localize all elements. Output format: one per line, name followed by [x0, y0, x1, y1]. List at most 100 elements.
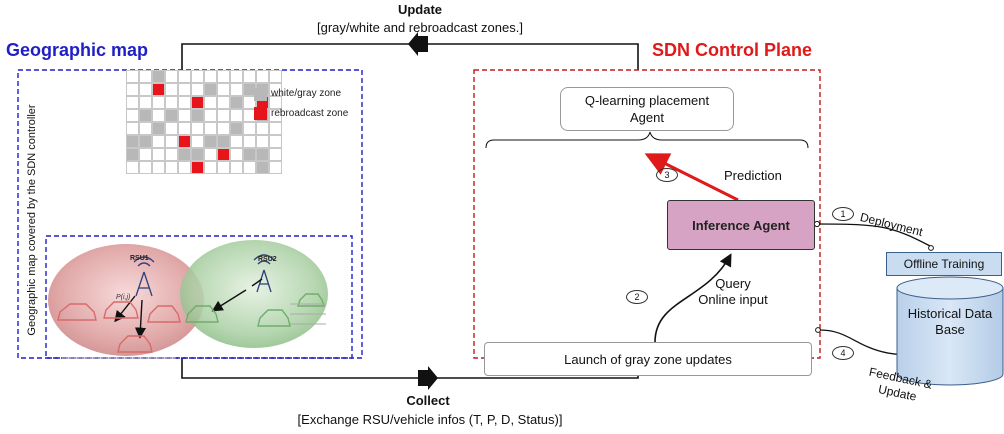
rsu1-label: RSU1 [130, 255, 149, 262]
zone-cell [152, 135, 165, 148]
zone-cell [243, 70, 256, 83]
zone-cell [191, 161, 204, 174]
zone-cell [178, 122, 191, 135]
geo-map-vertical-label: Geographic map covered by the SDN contro… [26, 104, 38, 336]
zone-cell [126, 83, 139, 96]
rsu1-coverage [48, 244, 204, 356]
zone-cell [204, 109, 217, 122]
zone-cell [191, 70, 204, 83]
zone-cell [126, 96, 139, 109]
zone-cell [256, 135, 269, 148]
zone-cell [269, 135, 282, 148]
zone-cell [139, 109, 152, 122]
rsu1-tower-icon [133, 256, 155, 297]
legend-gray-label: white/gray zone [271, 88, 342, 99]
zone-cell [204, 96, 217, 109]
zone-cell [230, 148, 243, 161]
step-2-badge: 2 [626, 290, 648, 304]
zone-cell [217, 148, 230, 161]
zone-cell [178, 148, 191, 161]
zone-cell [191, 96, 204, 109]
zone-cell [191, 148, 204, 161]
prediction-arrow [644, 153, 739, 202]
rsu2-label: RSU2 [258, 256, 277, 263]
zone-cell [178, 70, 191, 83]
zone-cell [217, 96, 230, 109]
legend-gray-swatch [254, 88, 267, 101]
zone-cell [191, 83, 204, 96]
legend-red-label: rebroadcast zone [271, 108, 349, 119]
zone-cell [126, 161, 139, 174]
zone-cell [126, 109, 139, 122]
zone-cell [230, 135, 243, 148]
zone-cell [269, 161, 282, 174]
zone-cell [269, 122, 282, 135]
update-title: Update [397, 2, 443, 17]
zone-cell [139, 96, 152, 109]
zone-cell [256, 161, 269, 174]
zone-cell [204, 135, 217, 148]
collect-arrowhead [418, 366, 438, 390]
zone-cell [256, 122, 269, 135]
zone-cell [191, 135, 204, 148]
step-3-badge: 3 [656, 168, 678, 182]
offline-training-box: Offline Training [886, 252, 1002, 276]
sdn-frame [473, 69, 821, 359]
zone-cell [217, 122, 230, 135]
zone-cell [165, 96, 178, 109]
zone-cell [126, 135, 139, 148]
zone-cell [126, 122, 139, 135]
zone-cell [191, 122, 204, 135]
prediction-label: Prediction [724, 168, 782, 183]
rsu2-coverage [180, 240, 328, 348]
inference-agent-label: Inference Agent [692, 217, 790, 233]
historical-db-label: Historical Data Base [907, 306, 993, 337]
zone-cell [152, 148, 165, 161]
vehicle-area-frame [45, 235, 353, 359]
query-arrow [654, 253, 732, 343]
zone-cell [204, 83, 217, 96]
collect-subtitle: [Exchange RSU/vehicle infos (T, P, D, St… [297, 412, 563, 427]
zone-cell [165, 135, 178, 148]
zone-cell [178, 96, 191, 109]
zone-grid [126, 70, 282, 174]
zone-cell [165, 148, 178, 161]
zone-cell [217, 135, 230, 148]
zone-cell [217, 109, 230, 122]
rsu2-tower-icon [253, 254, 275, 293]
zone-cell [269, 96, 282, 109]
legend-red-swatch [254, 107, 267, 120]
q-learning-agent-label: Q-learning placement Agent [584, 93, 710, 125]
inference-agent-box: Inference Agent [667, 200, 815, 250]
zone-cell [204, 70, 217, 83]
vehicle-icons [57, 293, 325, 353]
zone-cell [126, 70, 139, 83]
zone-cell [256, 148, 269, 161]
offline-training-label: Offline Training [903, 257, 985, 271]
zone-cell [139, 161, 152, 174]
zone-cell [139, 148, 152, 161]
zone-cell [165, 83, 178, 96]
zone-cell [139, 70, 152, 83]
q-learning-agent-box: Q-learning placement Agent [560, 87, 734, 131]
zone-cell [269, 83, 282, 96]
update-arrowhead [408, 32, 428, 56]
zone-cell [269, 70, 282, 83]
zone-cell [230, 161, 243, 174]
step-1-badge: 1 [832, 207, 854, 221]
update-subtitle: [gray/white and rebroadcast zones.] [317, 20, 523, 35]
zone-cell [217, 70, 230, 83]
zone-cell [269, 148, 282, 161]
agent-brace [485, 131, 809, 149]
zone-cell [191, 109, 204, 122]
link-label: P(i,j) [116, 294, 131, 301]
step-4-badge: 4 [832, 346, 854, 360]
zone-cell [152, 161, 165, 174]
zone-cell [139, 83, 152, 96]
zone-cell [217, 83, 230, 96]
database-cylinder [896, 276, 1004, 386]
zone-cell [178, 161, 191, 174]
zone-cell [178, 135, 191, 148]
geo-map-title: Geographic map [6, 40, 149, 60]
